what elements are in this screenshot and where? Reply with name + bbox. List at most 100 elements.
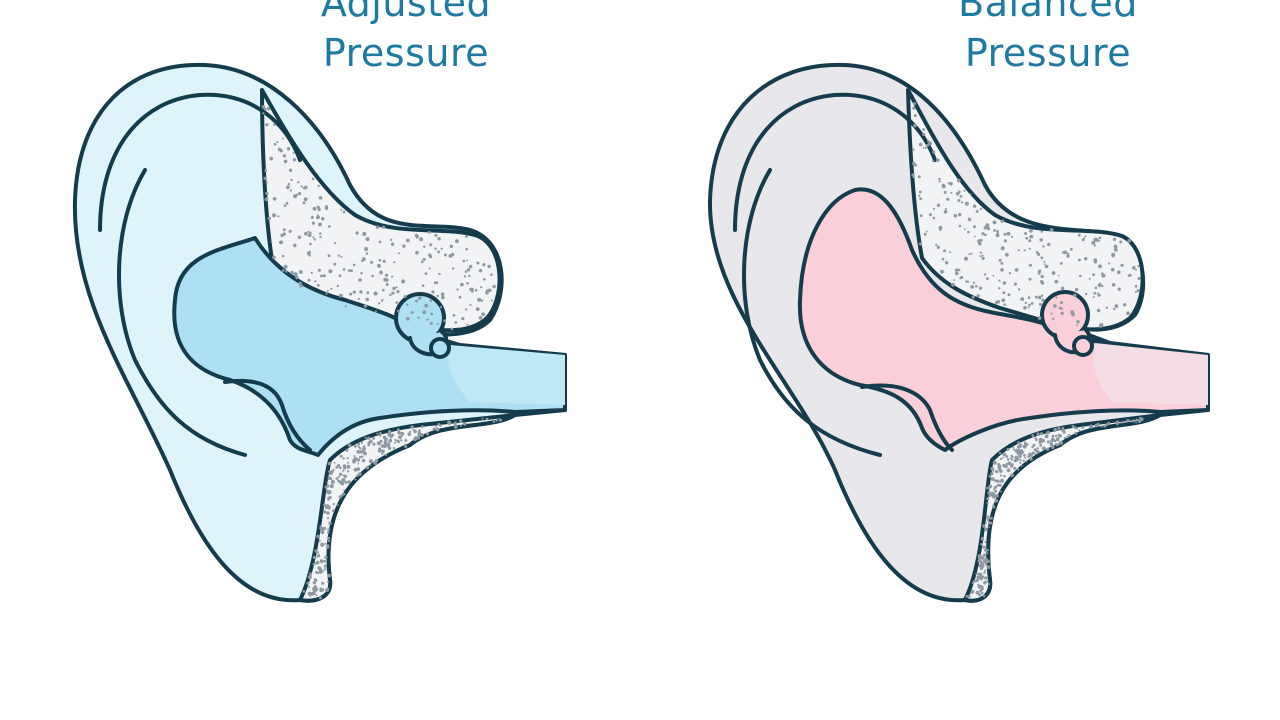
- bone-speckle: [378, 302, 381, 305]
- bone-speckle: [343, 489, 346, 492]
- bone-speckle: [331, 469, 334, 473]
- bone-speckle: [335, 477, 339, 480]
- bone-speckle: [967, 230, 970, 234]
- bone-speckle: [298, 270, 303, 274]
- bone-speckle: [328, 495, 332, 499]
- bone-speckle: [1028, 263, 1032, 267]
- bone-speckle: [1011, 456, 1014, 459]
- bone-speckle: [993, 229, 996, 232]
- bone-speckle: [477, 297, 482, 302]
- bone-speckle: [430, 312, 433, 316]
- bone-speckle: [347, 269, 351, 272]
- bone-speckle: [990, 467, 994, 471]
- bone-speckle: [379, 439, 383, 443]
- bone-speckle: [452, 267, 455, 270]
- bone-speckle: [1017, 468, 1020, 471]
- bone-speckle: [357, 445, 360, 448]
- bone-speckle: [977, 583, 980, 586]
- bone-speckle: [995, 469, 999, 474]
- left-bone-dots: [261, 105, 502, 600]
- bone-speckle: [273, 142, 277, 146]
- bone-speckle: [435, 425, 437, 428]
- bone-speckle: [444, 253, 447, 257]
- bone-speckle: [957, 268, 961, 272]
- bone-speckle: [327, 528, 331, 531]
- bone-speckle: [978, 572, 983, 577]
- bone-speckle: [337, 254, 340, 257]
- bone-speckle: [1059, 440, 1063, 445]
- bone-speckle: [443, 319, 446, 322]
- bone-speckle: [293, 194, 298, 199]
- bone-speckle: [404, 443, 407, 446]
- bone-speckle: [988, 484, 993, 489]
- bone-speckle: [946, 197, 950, 201]
- bone-speckle: [999, 457, 1003, 460]
- bone-speckle: [1031, 445, 1034, 449]
- bone-speckle: [992, 274, 995, 277]
- bone-speckle: [1029, 234, 1034, 239]
- bone-speckle: [327, 461, 332, 466]
- bone-speckle: [1012, 448, 1015, 451]
- bone-speckle: [999, 474, 1002, 477]
- bone-speckle: [1039, 443, 1043, 447]
- bone-speckle: [980, 537, 985, 541]
- bone-speckle: [417, 430, 421, 435]
- bone-speckle: [990, 491, 993, 494]
- bone-speckle: [261, 105, 266, 109]
- bone-speckle: [978, 593, 982, 597]
- bone-speckle: [292, 158, 297, 162]
- bone-speckle: [984, 233, 987, 237]
- bone-speckle: [1046, 440, 1050, 444]
- bone-speckle: [413, 429, 417, 434]
- bone-speckle: [987, 583, 990, 586]
- bone-speckle: [1040, 274, 1044, 279]
- bone-speckle: [1031, 451, 1035, 455]
- bone-speckle: [1017, 249, 1020, 252]
- bone-speckle: [327, 536, 331, 540]
- bone-speckle: [1052, 317, 1055, 321]
- bone-speckle: [307, 591, 312, 596]
- bone-speckle: [922, 128, 925, 131]
- bone-speckle: [1091, 240, 1096, 245]
- bone-speckle: [389, 293, 392, 297]
- bone-speckle: [311, 592, 315, 595]
- bone-speckle: [1122, 303, 1127, 307]
- bone-speckle: [1135, 268, 1137, 271]
- bone-speckle: [352, 290, 356, 294]
- bone-speckle: [419, 237, 424, 242]
- bone-speckle: [1037, 271, 1041, 275]
- bone-speckle: [347, 443, 352, 448]
- bone-speckle: [380, 272, 382, 275]
- bone-speckle: [1135, 421, 1138, 424]
- bone-speckle: [1038, 441, 1041, 444]
- bone-speckle: [295, 275, 299, 280]
- bone-speckle: [409, 430, 412, 433]
- bone-speckle: [326, 511, 330, 515]
- bone-speckle: [352, 458, 356, 463]
- bone-speckle: [349, 292, 353, 296]
- bone-speckle: [1134, 290, 1137, 293]
- bone-speckle: [460, 282, 464, 287]
- bone-speckle: [986, 565, 991, 570]
- bone-speckle: [1114, 304, 1119, 308]
- bone-speckle: [1026, 443, 1029, 446]
- bone-speckle: [977, 559, 981, 563]
- bone-speckle: [384, 438, 388, 442]
- bone-speckle: [1103, 424, 1106, 428]
- bone-speckle: [1067, 434, 1071, 438]
- bone-speckle: [359, 455, 362, 459]
- bone-speckle: [343, 474, 348, 479]
- bone-speckle: [302, 201, 306, 205]
- bone-speckle: [951, 282, 955, 287]
- bone-speckle: [327, 544, 330, 547]
- bone-speckle: [986, 552, 989, 555]
- bone-speckle: [277, 215, 280, 218]
- bone-speckle: [981, 254, 984, 257]
- bone-speckle: [396, 290, 400, 294]
- bone-speckle: [283, 264, 288, 269]
- bone-speckle: [264, 169, 268, 173]
- bone-speckle: [382, 288, 385, 292]
- bone-speckle: [1081, 238, 1085, 242]
- bone-speckle: [1101, 273, 1106, 278]
- bone-speckle: [356, 458, 361, 462]
